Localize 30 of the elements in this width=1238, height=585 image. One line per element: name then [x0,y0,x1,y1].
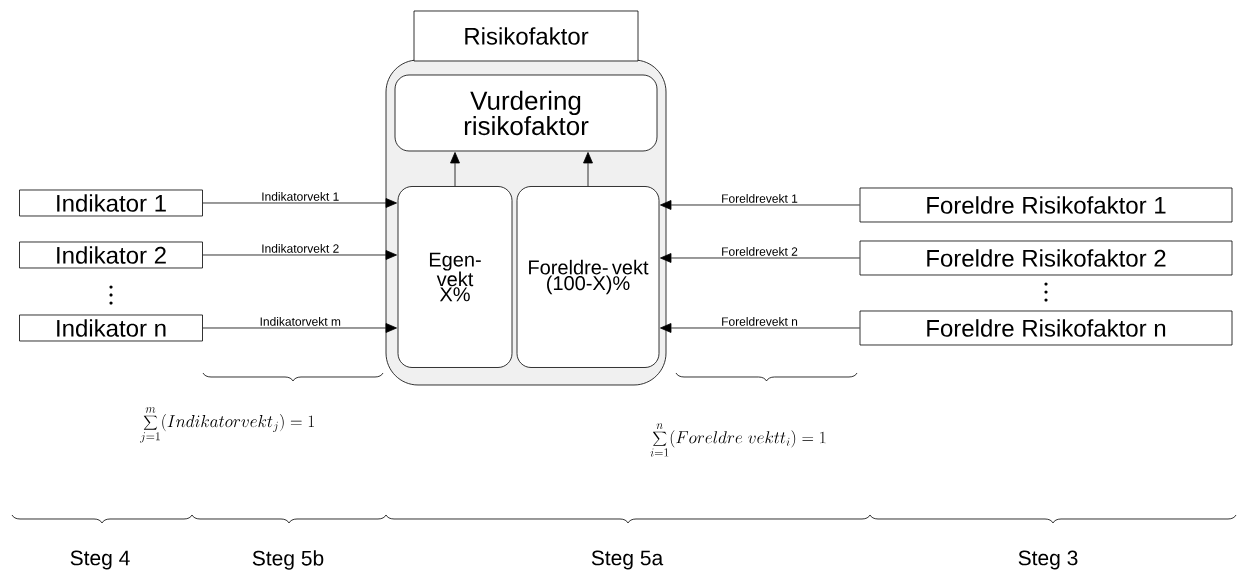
edge-label: Indikatorvekt 1 [262,192,339,201]
edge-label: Foreldrevekt 1 [722,194,798,203]
indicator-box: Indikator 2 [19,241,203,269]
arrow [202,323,397,333]
step-label: Steg 5b [252,550,324,570]
weight-box: Foreldre- vekt (100-X)% [516,186,660,368]
arrow [450,152,460,187]
step-label: Steg 3 [1018,550,1078,570]
edge-label: Indikatorvekt m [260,317,341,326]
arrow [660,253,860,263]
heading-box: Risikofaktor [413,10,639,62]
arrow [202,250,397,260]
edge-label: Foreldrevekt n [722,317,798,326]
arrow [202,198,397,208]
assessment-box: Vurdering risikofaktor [394,74,658,152]
indicator-box: Indikator 1 [19,189,203,217]
arrow [660,323,860,333]
indicator-box: Indikator n [19,314,203,342]
edge-label: Foreldrevekt 2 [722,247,798,256]
parent-factor-box: Foreldre Risikofaktor 1 [859,187,1233,223]
edge-label: Indikatorvekt 2 [262,244,339,253]
parent-factor-box: Foreldre Risikofaktor n [859,310,1233,346]
step-label: Steg 5a [591,550,664,570]
arrow [583,152,593,187]
formula: $\sum_{j=1}^{m}(Indikatorvekt_{j}) = 1$ [140,407,314,443]
step-label: Steg 4 [70,550,130,570]
arrow [660,200,860,210]
formula: $\sum_{i=1}^{n}(Foreldre\ vektt_{i}) = 1$ [650,423,826,457]
weight-box: Egen- vekt X% [397,186,513,368]
parent-factor-box: Foreldre Risikofaktor 2 [859,240,1233,276]
